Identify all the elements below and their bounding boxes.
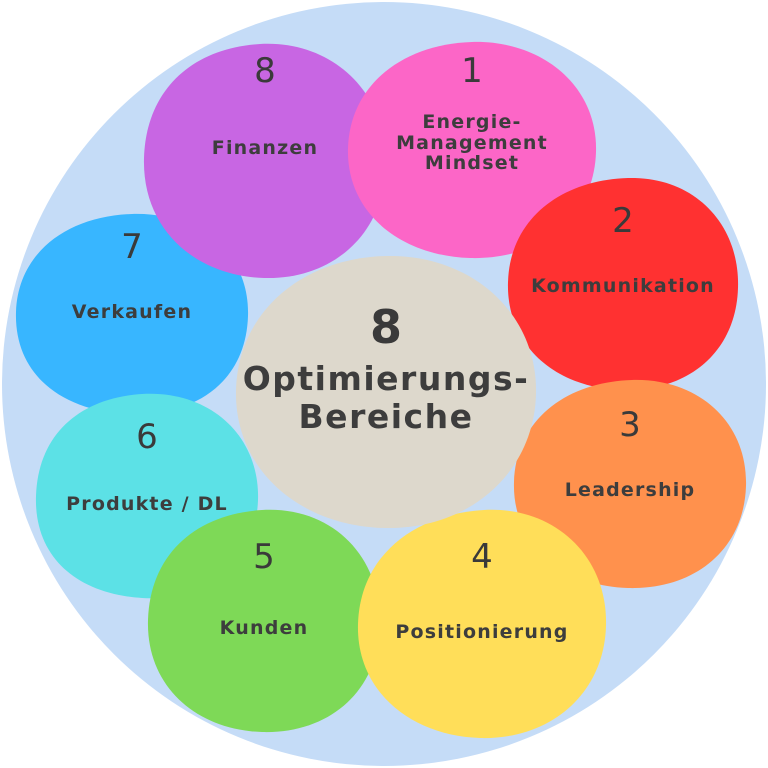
center-number: 8: [369, 300, 402, 354]
area-energie-management-mindset: 1 Energie- Management Mindset: [344, 40, 600, 262]
area-kommunikation: 2 Kommunikation: [504, 176, 742, 394]
area-label: Verkaufen: [71, 301, 193, 323]
area-number: 6: [136, 417, 158, 457]
area-kunden: 5 Kunden: [144, 506, 384, 736]
area-label: Leadership: [564, 479, 696, 501]
area-label: Kunden: [219, 617, 309, 639]
area-shape: [513, 379, 747, 589]
area-label: Positionierung: [395, 621, 569, 643]
center-shape: [235, 255, 537, 529]
center-label: Optimierungs- Bereiche: [242, 359, 530, 436]
area-label: Finanzen: [211, 137, 319, 159]
area-positionierung: 4 Positionierung: [354, 506, 610, 742]
area-shape: [507, 177, 739, 391]
area-label: Produkte / DL: [66, 493, 228, 515]
area-number: 3: [619, 405, 641, 445]
area-number: 7: [121, 227, 143, 267]
area-shape: [347, 41, 597, 259]
area-number: 1: [461, 51, 483, 91]
area-number: 8: [254, 51, 276, 91]
area-verkaufen: 7 Verkaufen: [12, 212, 252, 417]
center-circle: 8 Optimierungs- Bereiche: [232, 252, 540, 532]
area-shape: [147, 509, 380, 733]
area-label: Energie- Management Mindset: [396, 111, 548, 175]
area-shape: [357, 509, 607, 739]
area-shape: [15, 213, 249, 415]
area-number: 2: [612, 201, 634, 241]
area-number: 5: [253, 537, 275, 577]
area-shape: [143, 43, 386, 279]
area-number: 4: [471, 537, 493, 577]
area-label: Kommunikation: [531, 275, 715, 297]
area-leadership: 3 Leadership: [510, 378, 750, 592]
area-finanzen: 8 Finanzen: [140, 40, 390, 282]
